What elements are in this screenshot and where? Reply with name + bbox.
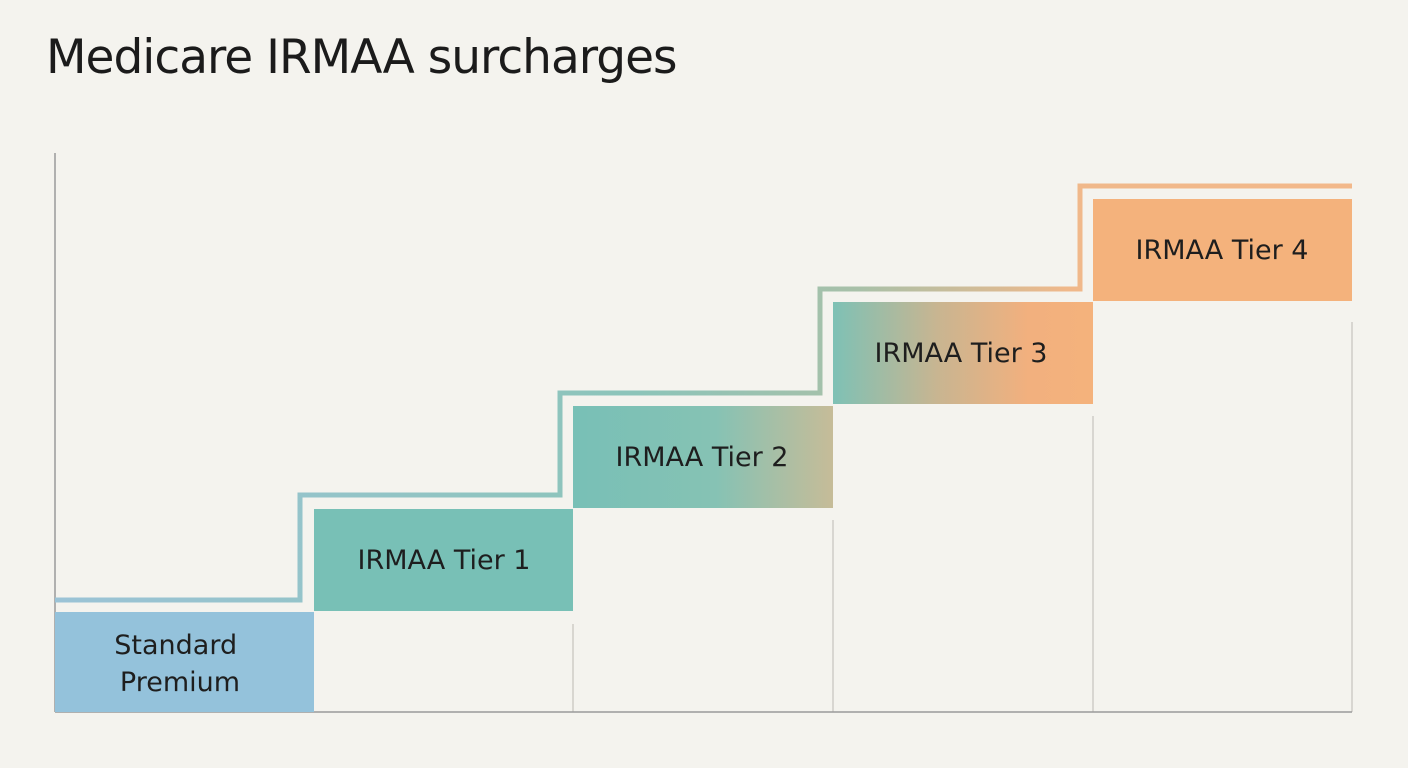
step-label-irmaa-tier-2: IRMAA Tier 2 [616,442,789,473]
step-label-standard-premium: Standard Premium [114,630,245,698]
page-title: Medicare IRMAA surcharges [46,30,677,85]
step-label-irmaa-tier-4: IRMAA Tier 4 [1136,235,1309,266]
step-irmaa-tier-2 [573,406,833,508]
step-label-line: Standard [114,630,237,661]
step-irmaa-tier-4 [1093,199,1352,301]
staircase-outline [55,183,1352,603]
step-irmaa-tier-1 [314,509,573,611]
step-label-irmaa-tier-3: IRMAA Tier 3 [875,338,1048,369]
step-label-line: Premium [120,667,240,698]
step-irmaa-tier-3 [833,302,1093,404]
step-label-irmaa-tier-1: IRMAA Tier 1 [358,545,531,576]
step-standard-premium [55,612,314,712]
